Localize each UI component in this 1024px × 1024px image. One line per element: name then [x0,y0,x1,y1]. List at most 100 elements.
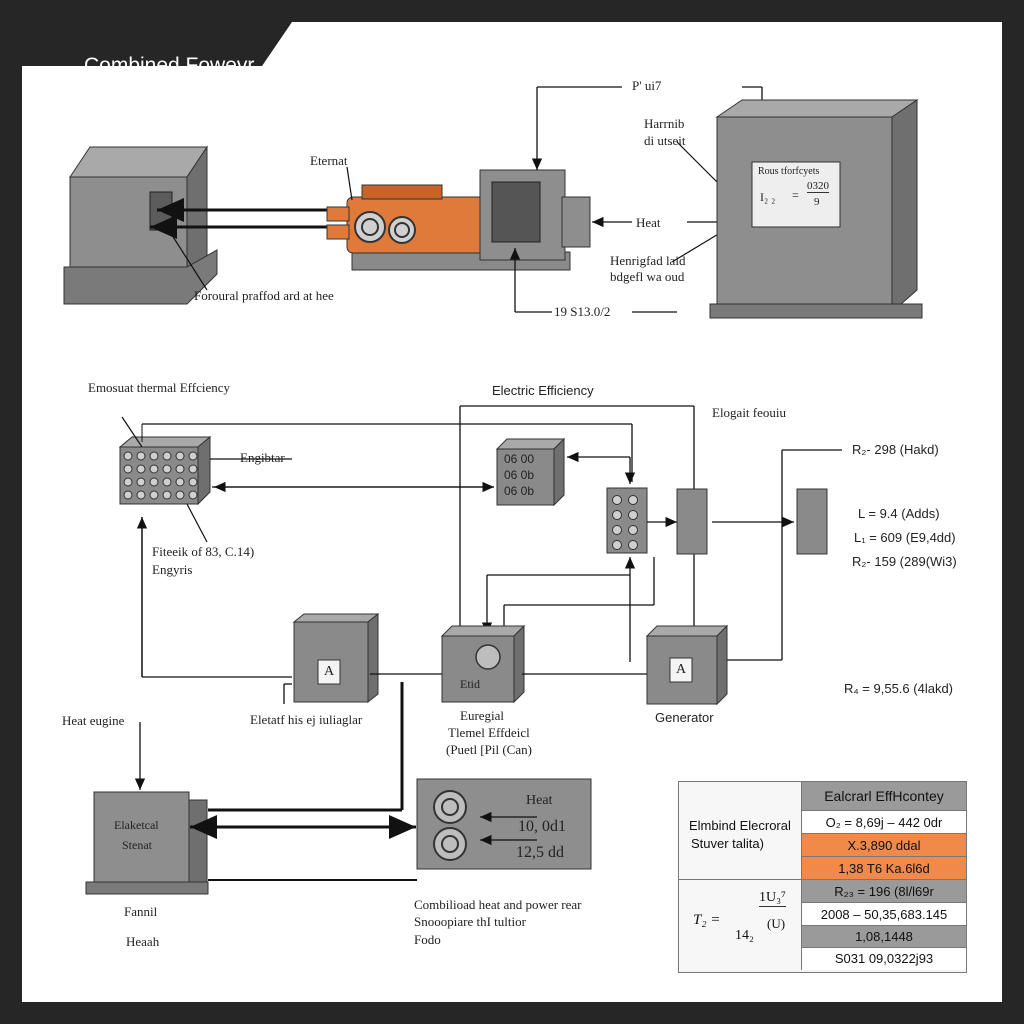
vent-dot [123,490,133,500]
label-fannil: Fannil [124,904,158,919]
keypad-button [628,510,638,520]
vent-dot [162,464,172,474]
vent-dot [149,490,159,500]
electric-unit [495,437,566,507]
keypad-button [612,495,622,505]
diagram-paper: Combined Fowevr P' ui7 Harrnib di utseit… [22,22,1002,1002]
label-bottom-reading: 19 S13.0/2 [554,304,611,319]
table-header-bg [802,782,966,811]
vent-dot [188,451,198,461]
heat-panel-value-1: 10, 0d1 [518,818,566,835]
panel-formula-den: 9 [814,196,820,208]
table-row-1-text: O₂ = 8,69j – 442 0dr [825,815,943,830]
label-fiteeik-1: Fiteeik of 83, C.14) [152,544,255,559]
label-heated-1: Henrigfad laid [610,253,686,268]
keypad-button [628,540,638,550]
table-row-2 [802,834,966,857]
label-eletatf: Eletatf his ej iuliaglar [250,712,363,727]
label-harrnib: Harrnib [644,116,685,131]
label-heaah: Heaah [126,934,160,949]
title-banner [22,22,292,66]
vent-dot [188,464,198,474]
label-furnace-2: Tlemel Effdeicl [448,725,530,740]
table-row-5-text: 2008 – 50,35,683.145 [820,907,948,922]
label-furnace-1: Euregial [460,708,505,723]
label-eternal: Eternat [310,153,348,168]
table-row-4 [802,880,966,903]
heat-panel-title: Heat [526,793,553,808]
box-a1-label: A [324,664,335,679]
table-left-title-2: Stuver talita) [691,836,764,851]
label-generator: Generator [655,710,714,725]
panel-formula-eq: = [792,188,799,202]
box-a2-label: A [676,662,687,677]
efficiency-table: Elmbind Elecroral Stuver talita) T₂ = 1U… [678,781,967,973]
box-elaketcal-1: Elaketcal [114,818,159,832]
keypad-button [612,510,622,520]
page-title: Combined Fowevr [84,54,255,77]
keypad-button [628,495,638,505]
reading-4: R₂- 159 (289(Wi3) [852,554,957,569]
heat-exchanger [479,169,591,261]
right-cabinet [709,99,923,319]
label-elogait: Elogait feouiu [712,405,787,420]
table-formula-left: T₂ = [693,912,721,928]
vent-dot [162,477,172,487]
label-heat: Heat [636,215,661,230]
keypad-button [628,525,638,535]
vent-dot [175,464,185,474]
table-row-6 [802,926,966,948]
chp-caption-2: Snooopiare thI tultior [414,914,526,929]
chp-unit [416,778,592,870]
inverter-1 [676,488,708,555]
table-left-column [679,782,802,970]
table-row-6-text: 1,08,1448 [855,929,913,944]
vent-dot [123,451,133,461]
table-row-2-text: X.3,890 ddal [847,838,921,853]
table-row-3 [802,857,966,880]
table-row-3-text: 1,38 T6 Ka.6l6d [838,861,930,876]
label-furnace-3: (Puetl [Pil (Can) [446,742,532,757]
vent-dot [175,490,185,500]
panel-formula-left: I₂ ₂ [760,190,776,204]
vent-dot [123,477,133,487]
box-etid-label: Etid [460,677,480,691]
heat-panel-value-2: 12,5 dd [516,844,564,861]
vent-dot [136,451,146,461]
generator-unit [645,624,729,706]
table-row-7-text: S031 09,0322j93 [834,951,934,966]
label-forward: Foroural praffod ard at hee [194,288,334,303]
inverter-2 [796,488,828,555]
grid-text-2: 06 0b [504,468,535,482]
vent-dot [123,464,133,474]
label-diutseit: di utseit [644,133,686,148]
reading-3: L₁ = 609 (E9,4dd) [854,530,956,545]
grid-text-1: 06 00 [504,452,535,466]
table-formula-paren: (U) [767,916,786,931]
keypad-button [612,525,622,535]
vent-dot [149,477,159,487]
table-row-7 [802,948,966,970]
vent-dot [149,464,159,474]
table-row-1 [802,811,966,834]
vent-dot [162,490,172,500]
label-thermal-efficiency: Emosuat thermal Effciency [88,380,230,395]
furnace-unit [440,624,526,704]
diagram-drawing [63,86,923,895]
label-fiteeik-2: Engyris [152,562,193,577]
vent-dot [175,451,185,461]
reading-2: L = 9.4 (Adds) [858,506,940,521]
vent-dot [136,477,146,487]
label-engibar: Engibtar [240,450,285,465]
chp-caption-3: Fodo [414,932,441,947]
vent-dot [149,451,159,461]
table-row-4-text: R₂₃ = 196 (8l/l69r [834,884,934,899]
vent-dot [136,490,146,500]
table-formula-den: 14₂ [735,928,754,943]
converter-a-left [292,612,380,704]
table-row-5 [802,903,966,926]
label-heated-2: bdgefl wa oud [610,269,685,284]
vent-dot [188,477,198,487]
label-power: P' ui7 [632,78,662,93]
grid-text-3: 06 0b [504,484,535,498]
